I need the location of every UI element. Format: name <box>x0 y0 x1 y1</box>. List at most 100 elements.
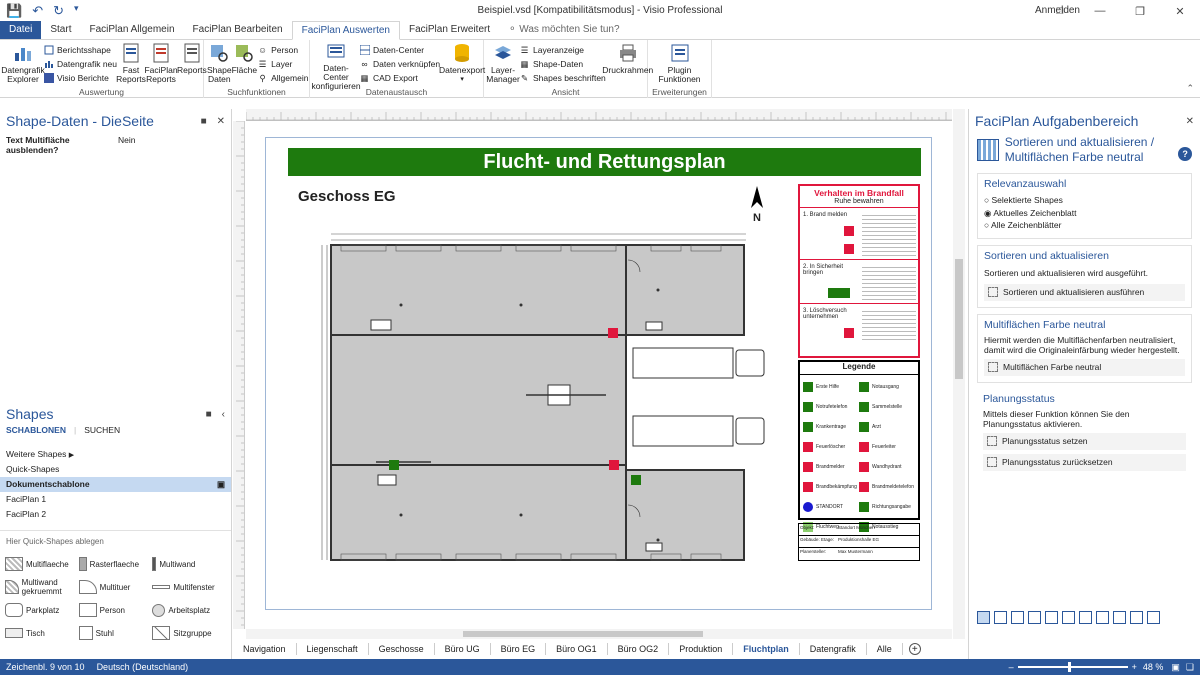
first-aid-sign[interactable] <box>631 475 641 485</box>
zoom-level[interactable]: 48 % <box>1142 662 1164 672</box>
plugin-funktionen-button[interactable]: Plugin Funktionen <box>656 42 704 86</box>
sign-in-link[interactable]: Anmelden <box>1034 5 1080 16</box>
stencil-shape[interactable]: Multituer <box>78 577 153 597</box>
radio-selected-shapes[interactable]: ○ Selektierte Shapes <box>984 195 1063 205</box>
set-planning-status-button[interactable]: Planungsstatus setzen <box>983 432 1186 450</box>
page-tab[interactable]: Liegenschaft <box>297 643 369 655</box>
berichtsshape-button[interactable]: Berichtsshape <box>43 44 117 56</box>
tab-suchen[interactable]: SUCHEN <box>84 425 121 435</box>
task-tool-icon[interactable] <box>1079 611 1092 624</box>
task-tool-icon[interactable] <box>1028 611 1041 624</box>
floor-plan[interactable] <box>316 230 771 580</box>
page-tab[interactable]: Produktion <box>669 643 734 655</box>
layer-search-button[interactable]: ☰Layer <box>258 58 293 70</box>
tab-start[interactable]: Start <box>50 24 72 35</box>
stencil-shape[interactable]: Stuhl <box>78 623 153 643</box>
task-tool-icon[interactable] <box>1096 611 1109 624</box>
page-tab[interactable]: Büro EG <box>491 643 547 655</box>
tab-faciplan-bearbeiten[interactable]: FaciPlan Bearbeiten <box>192 24 283 35</box>
task-tool-icon[interactable] <box>1113 611 1126 624</box>
stencil-shape[interactable]: Multiwand <box>152 554 226 574</box>
shape-daten-search-button[interactable]: Shape Daten <box>207 42 232 86</box>
stencil-shape[interactable]: Person <box>78 600 153 620</box>
stencil-shape[interactable]: Parkplatz <box>5 600 79 620</box>
tab-faciplan-erweitert[interactable]: FaciPlan Erweitert <box>408 24 491 35</box>
horizontal-scrollbar[interactable] <box>246 629 952 639</box>
fit-page-icon[interactable]: ▣ <box>1171 661 1180 672</box>
zoom-in-icon[interactable]: + <box>1131 662 1137 672</box>
page-tab[interactable]: Büro OG2 <box>608 643 670 655</box>
sort-execute-button[interactable]: Sortieren und aktualisieren ausführen <box>984 283 1185 301</box>
cad-export-button[interactable]: ▦CAD Export <box>360 72 418 84</box>
page-tab[interactable]: Alle <box>867 643 903 655</box>
reset-planning-status-button[interactable]: Planungsstatus zurücksetzen <box>983 453 1186 471</box>
maximize-icon[interactable]: ❐ <box>1135 5 1145 18</box>
scroll-thumb[interactable] <box>955 259 963 379</box>
close-pane-icon[interactable]: ✕ <box>216 115 225 127</box>
room-top-right[interactable] <box>625 244 745 336</box>
page-tab[interactable]: Büro OG1 <box>546 643 608 655</box>
save-icon[interactable]: 💾 <box>6 3 23 18</box>
daten-center-button[interactable]: Daten-Center <box>359 44 440 56</box>
shape-data-value[interactable]: Nein <box>118 135 136 145</box>
radio-all-sheets[interactable]: ○ Alle Zeichenblätter <box>984 220 1062 230</box>
druckrahmen-button[interactable]: Druckrahmen <box>602 42 653 86</box>
zoom-thumb[interactable] <box>1067 662 1071 672</box>
scroll-thumb[interactable] <box>463 631 703 637</box>
task-tool-icon[interactable] <box>1011 611 1024 624</box>
task-tool-icon[interactable] <box>1062 611 1075 624</box>
person-search-button[interactable]: ☺Person <box>258 45 299 55</box>
fire-extinguisher-sign[interactable] <box>608 328 618 338</box>
neutral-color-button[interactable]: Multiflächen Farbe neutral <box>984 358 1185 376</box>
task-tool-icon[interactable] <box>1130 611 1143 624</box>
undo-icon[interactable]: ↶ <box>32 3 44 18</box>
layeranzeige-button[interactable]: ☰Layeranzeige <box>520 44 585 56</box>
customize-icon[interactable]: ▾ <box>74 3 79 13</box>
fast-reports-button[interactable]: Fast Reports <box>116 42 146 86</box>
collapse-pane-icon[interactable]: ‹ <box>221 408 225 420</box>
stencil-shape[interactable]: Multifenster <box>152 577 226 597</box>
stencil-item[interactable]: FaciPlan 2 <box>6 509 47 519</box>
page-indicator[interactable]: Zeichenbl. 9 von 10 <box>6 662 85 672</box>
first-aid-sign[interactable] <box>389 460 399 470</box>
layer-manager-button[interactable]: Layer-Manager <box>486 42 520 86</box>
stencil-item[interactable]: Weitere Shapes ▶ <box>6 449 75 459</box>
daten-center-konfigurieren-button[interactable]: Daten-Center konfigurieren <box>311 42 361 91</box>
stencil-item[interactable]: FaciPlan 1 <box>6 494 47 504</box>
tell-me-box[interactable]: ⚬ Was möchten Sie tun? <box>508 24 620 35</box>
help-icon[interactable]: ? <box>1178 147 1192 161</box>
stencil-shape[interactable]: Rasterflaeche <box>78 554 153 574</box>
daten-verknuepfen-button[interactable]: ∞Daten verknüpfen <box>359 58 440 70</box>
pane-options-icon[interactable]: ■ <box>205 408 212 420</box>
redo-icon[interactable]: ↻ <box>53 3 64 18</box>
room-bottom-right[interactable] <box>625 469 745 561</box>
tab-faciplan-allgemein[interactable]: FaciPlan Allgemein <box>89 24 175 35</box>
stencil-shape[interactable]: Multiwand gekruemmt <box>5 577 79 597</box>
faciplan-reports-button[interactable]: FaciPlan Reports <box>144 42 178 86</box>
horizontal-ruler[interactable] <box>245 109 952 121</box>
radio-current-sheet[interactable]: ◉ Aktuelles Zeichenblatt <box>984 207 1077 218</box>
drawing-page[interactable]: Flucht- und Rettungsplan Geschoss EG N <box>265 137 932 610</box>
datenexport-button[interactable]: Datenexport ▾ <box>439 42 485 86</box>
page-tab[interactable]: Geschosse <box>369 643 435 655</box>
main-hall[interactable] <box>330 244 627 561</box>
stencil-shape[interactable]: Arbeitsplatz <box>152 600 226 620</box>
close-icon[interactable]: ✕ <box>1175 5 1185 18</box>
language-indicator[interactable]: Deutsch (Deutschland) <box>96 662 189 672</box>
stencil-shape[interactable]: Sitzgruppe <box>152 623 226 643</box>
allgemein-search-button[interactable]: ⚲Allgemein <box>257 72 308 84</box>
task-tool-icon[interactable] <box>994 611 1007 624</box>
reports-button[interactable]: Reports <box>177 42 207 86</box>
page-tab[interactable]: Datengrafik <box>800 643 867 655</box>
page-tab[interactable]: Büro UG <box>435 643 491 655</box>
collapse-ribbon-icon[interactable]: ⌃ <box>1186 83 1194 93</box>
fire-extinguisher-sign[interactable] <box>609 460 619 470</box>
vertical-scrollbar[interactable] <box>953 109 965 639</box>
task-tool-icon[interactable] <box>977 611 990 624</box>
task-tool-icon[interactable] <box>1147 611 1160 624</box>
tab-datei[interactable]: Datei <box>0 21 42 39</box>
stencil-shape[interactable]: Multiflaeche <box>5 554 79 574</box>
visio-berichte-button[interactable]: Visio Berichte <box>43 72 117 84</box>
page-tab[interactable]: Navigation <box>233 643 297 655</box>
shape-daten-view-button[interactable]: ▦Shape-Daten <box>520 58 584 70</box>
